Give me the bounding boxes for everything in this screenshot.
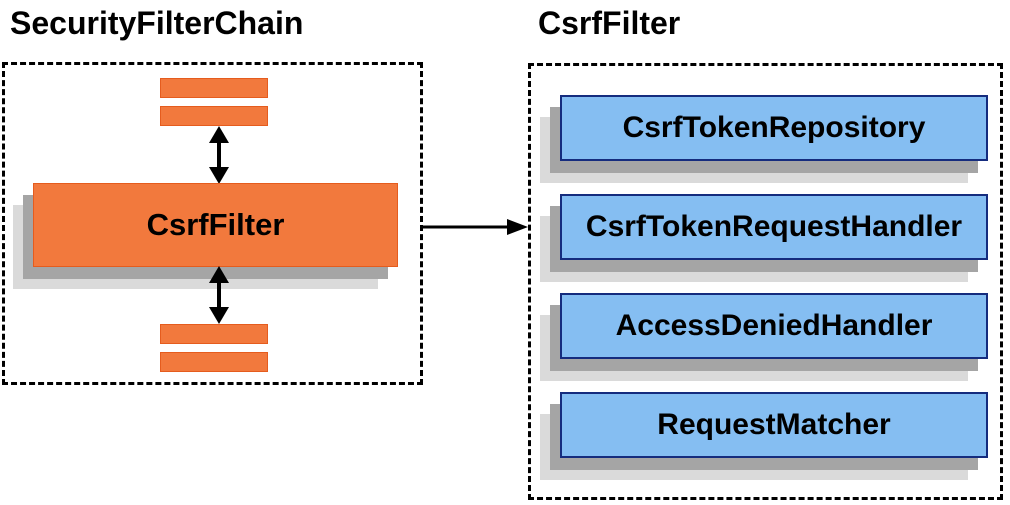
flow-arrow-icon (421, 219, 528, 235)
filter-placeholder-bar (160, 324, 268, 344)
double-arrow-icon (209, 126, 229, 184)
filter-placeholder-bar (160, 106, 268, 126)
component-label: CsrfTokenRepository (622, 111, 926, 144)
security-filter-chain-container: CsrfFilter (2, 62, 423, 385)
filter-placeholder-bar (160, 78, 268, 98)
csrf-filter-container: CsrfTokenRepository CsrfTokenRequestHand… (528, 63, 1003, 500)
component-csrf-token-request-handler: CsrfTokenRequestHandler (560, 194, 988, 260)
component-request-matcher: RequestMatcher (560, 392, 988, 458)
component-label: AccessDeniedHandler (615, 309, 933, 342)
component-label: RequestMatcher (657, 408, 891, 441)
filter-placeholder-bar (160, 352, 268, 372)
security-filter-chain-title: SecurityFilterChain (10, 5, 304, 41)
component-label: CsrfTokenRequestHandler (585, 210, 963, 243)
component-access-denied-handler: AccessDeniedHandler (560, 293, 988, 359)
csrf-filter-node-label: CsrfFilter (146, 207, 285, 242)
csrf-filter-title: CsrfFilter (538, 5, 681, 41)
csrf-filter-node: CsrfFilter (33, 183, 398, 267)
double-arrow-icon (209, 266, 229, 324)
component-csrf-token-repository: CsrfTokenRepository (560, 95, 988, 161)
